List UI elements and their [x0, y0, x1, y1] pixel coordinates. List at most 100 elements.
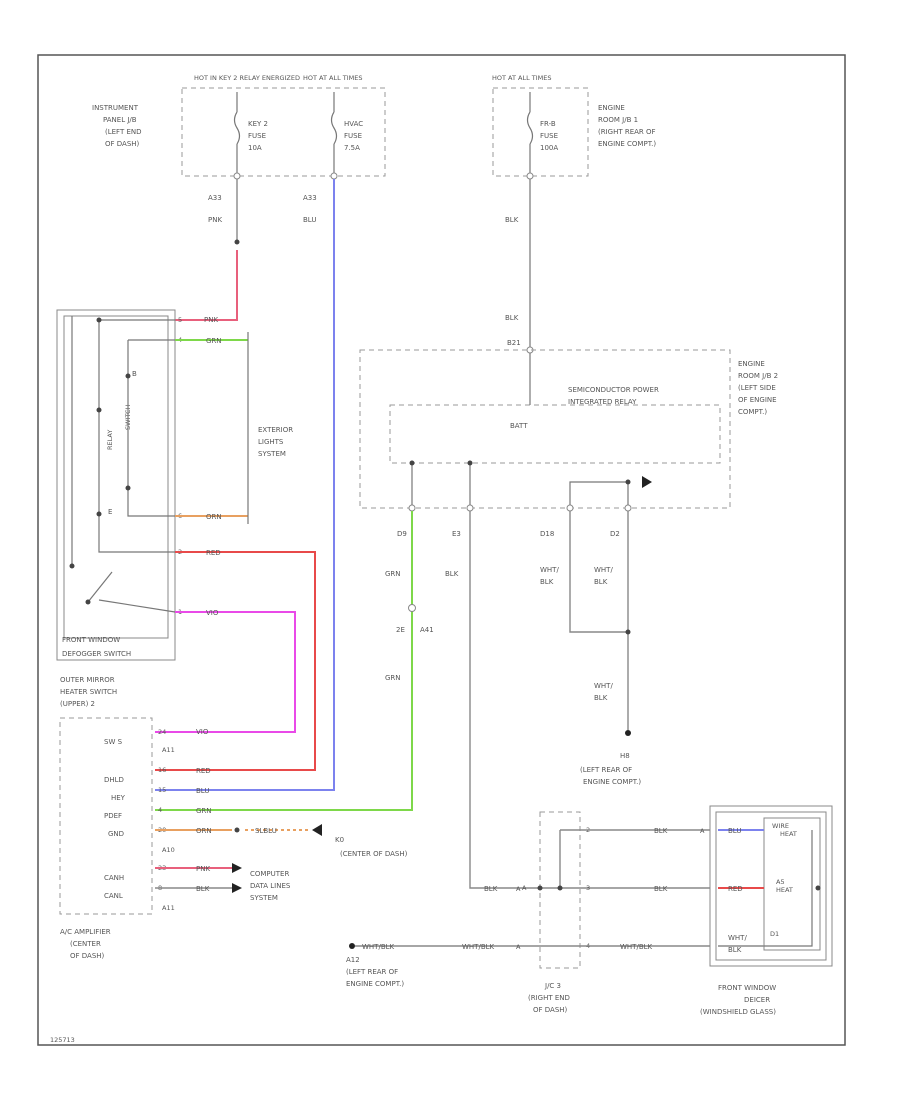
- key2-fuse-3: 10A: [248, 144, 262, 152]
- hvac-fuse-3: 7.5A: [344, 144, 360, 152]
- wire-vio-route: [155, 611, 296, 733]
- wire-a33-blu-id: A33: [303, 194, 317, 202]
- mirror-num-16: 16: [158, 766, 166, 774]
- wire-grn-route: [155, 511, 413, 811]
- semi-internal-2: [569, 481, 629, 505]
- semi-label-2: INTEGRATED RELAY: [568, 398, 637, 406]
- hvac-fuse-symbol: [330, 92, 338, 176]
- wire-grn-label: GRN: [385, 570, 401, 578]
- switch-label-1: FRONT WINDOW: [62, 636, 120, 644]
- wire-wht-blk-c2: BLK: [594, 694, 608, 702]
- switch-inner-relay: RELAY: [106, 430, 114, 450]
- switch-relay-coil: [127, 339, 175, 517]
- semi-node: [625, 479, 631, 485]
- mirror-pin-sws: SW S: [104, 738, 123, 746]
- er-jb2-label-5: COMPT.): [738, 408, 767, 416]
- wire-red-route: [155, 551, 316, 771]
- switch-node-a: [96, 317, 102, 323]
- deicer-wire-blk: BLK: [728, 946, 742, 954]
- switch-node-c: [69, 563, 75, 569]
- inline-a41-label: A41: [420, 626, 434, 634]
- ext-lights-3: SYSTEM: [258, 450, 286, 458]
- ext-lights-2: LIGHTS: [258, 438, 284, 446]
- ac-amp-1: A/C AMPLIFIER: [60, 928, 111, 936]
- deicer-element-box: [763, 817, 821, 951]
- hvac-hot-label: HOT AT ALL TIMES: [303, 74, 363, 82]
- wire-wht-blk-b2: BLK: [594, 578, 608, 586]
- computer-2: DATA LINES: [250, 882, 291, 890]
- switch-outer-box: [56, 309, 176, 661]
- ip-jb-label-3: (LEFT END: [105, 128, 142, 136]
- mirror-pin-dhld: DHLD: [104, 776, 124, 784]
- ip-jb-label-2: PANEL J/B: [103, 116, 137, 124]
- ground-h8-2: (LEFT REAR OF: [580, 766, 632, 774]
- switch-marker-b: B: [132, 370, 137, 378]
- mirror-pin-canl: CANL: [104, 892, 123, 900]
- bottom-wire-blk-3: BLK: [654, 885, 668, 893]
- deicer-wire-red: RED: [728, 885, 743, 893]
- wire-blk-e3: [469, 511, 590, 889]
- semi-pin-d9: [408, 504, 416, 512]
- amp-wire-red: RED: [196, 767, 211, 775]
- footer-code: 125713: [50, 1036, 75, 1044]
- wire-a33-pnk-id: A33: [208, 194, 222, 202]
- pin-d9-label: D9: [397, 530, 407, 538]
- ext-lights-1: EXTERIOR: [258, 426, 293, 434]
- ground-a12-1: A12: [346, 956, 360, 964]
- inline-2e-label: 2E: [396, 626, 405, 634]
- amp-wire-blu: BLU: [196, 787, 209, 795]
- pin-e3-label: E3: [452, 530, 461, 538]
- mirror-pin-hey: HEY: [111, 794, 126, 802]
- switch-marker-e: E: [108, 508, 112, 516]
- ground-wire-2: WHT/BLK: [462, 943, 495, 951]
- junction-connector-3: J/C 3 (RIGHT END OF DASH) 2 A 3 4: [522, 811, 590, 1014]
- wire-d18-loop: [569, 511, 628, 633]
- jc3-node-1: [557, 885, 563, 891]
- mirror-conn-a10: A10: [162, 846, 175, 854]
- mirror-num-15: 15: [158, 786, 166, 794]
- wire-wht-blk-a2: BLK: [540, 578, 554, 586]
- er-jb2-label-1: ENGINE: [738, 360, 765, 368]
- ground-k0-icon: [312, 824, 322, 836]
- deicer-label-3: (WINDSHIELD GLASS): [700, 1008, 776, 1016]
- amp-wire-orn: ORN: [196, 827, 212, 835]
- er-jb1-box: [492, 87, 589, 177]
- mirror-conn-a11b: A11: [162, 904, 175, 912]
- ground-a12-icon: [349, 943, 355, 949]
- er-jb1-label-3: (RIGHT REAR OF: [598, 128, 656, 136]
- relay-label: HOT IN KEY 2 RELAY ENERGIZED: [194, 74, 300, 82]
- wire-label-red: RED: [206, 549, 221, 557]
- conn-letter-1: A: [516, 885, 521, 893]
- key2-fuse-symbol: [233, 92, 241, 176]
- conn-letter-3: A: [700, 827, 705, 835]
- mirror-num-24: 24: [158, 728, 166, 736]
- wire-label-pnk: PNK: [204, 316, 218, 324]
- er-jb1-label-4: ENGINE COMPT.): [598, 140, 656, 148]
- switch-pin-5: 5: [178, 316, 182, 324]
- semi-pin-d18: [566, 504, 574, 512]
- switch-label-2: DEFOGGER SWITCH: [62, 650, 131, 658]
- pin-d18-label: D18: [540, 530, 554, 538]
- splice-pnk: [234, 239, 240, 245]
- switch-node-b: [96, 407, 102, 413]
- semi-pin-d2: [624, 504, 632, 512]
- wire-wht-blk-c1: WHT/: [594, 682, 613, 690]
- mirror-label-3: (UPPER) 2: [60, 700, 95, 708]
- key2-fuse-2: FUSE: [248, 132, 266, 140]
- ac-amp-3: OF DASH): [70, 952, 105, 960]
- jc3-pin-3: 3: [586, 884, 590, 892]
- wire-blk-lower: BLK: [505, 314, 519, 322]
- switch-node-g: [96, 511, 102, 517]
- switch-contact: [87, 571, 113, 603]
- pin-b21: B21: [507, 339, 521, 347]
- deicer-inner-2: HEAT: [780, 830, 797, 838]
- er-jb2-label-2: ROOM J/B 2: [738, 372, 778, 380]
- wire-label-grn: GRN: [206, 337, 222, 345]
- front-window-deicer: BLU RED WHT/ BLK WIRE HEAT A5 HEAT D1 FR…: [700, 805, 833, 1016]
- engine-room-jb1: HOT AT ALL TIMES FR-B FUSE 100A ENGINE R…: [492, 74, 656, 180]
- mirror-pin-gnd: GND: [108, 830, 124, 838]
- mirror-num-4: 4: [158, 806, 162, 814]
- ground-wire-1: WHT/BLK: [362, 943, 395, 951]
- bottom-wire-blk-2: BLK: [654, 827, 668, 835]
